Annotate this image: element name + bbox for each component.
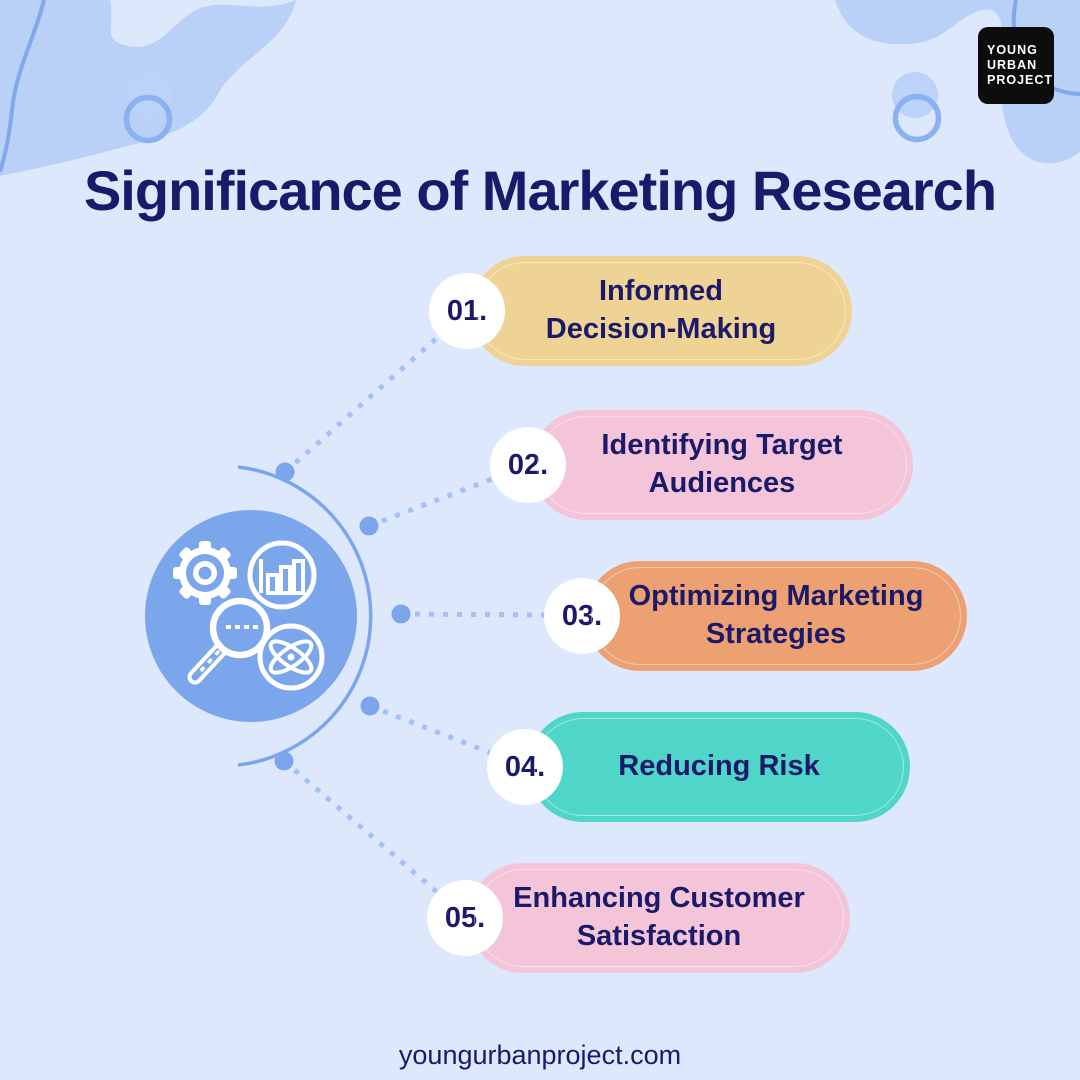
logo-line-2: URBAN bbox=[987, 57, 1038, 72]
arc-node-3 bbox=[391, 604, 411, 624]
right-ring bbox=[892, 93, 942, 143]
top-left-curve bbox=[0, 0, 46, 173]
item-number-1: 01. bbox=[446, 294, 488, 327]
gear-icon bbox=[173, 541, 237, 605]
dotted-connector-4 bbox=[369, 703, 492, 756]
item-number-circle-2: 02. bbox=[490, 427, 566, 503]
right-dot-circle bbox=[892, 72, 938, 118]
item-number-circle-3: 03. bbox=[544, 578, 620, 654]
item-pill-4: 04. Reducing Risk bbox=[487, 712, 910, 822]
arc-node-5 bbox=[274, 751, 294, 771]
left-dot-circle bbox=[127, 72, 173, 118]
item-number-circle-1: 01. bbox=[429, 273, 505, 349]
arc-node-1 bbox=[275, 462, 295, 482]
item-label-1: Informed Decision-Making bbox=[545, 275, 777, 345]
item-number-circle-5: 05. bbox=[427, 880, 503, 956]
item-number-3: 03. bbox=[561, 599, 603, 632]
arc-node-4 bbox=[360, 696, 380, 716]
item-label-3: Optimizing Marketing Strategies bbox=[628, 580, 924, 650]
item-pill-1: 01. Informed Decision-Making bbox=[429, 256, 852, 366]
dotted-connector-2 bbox=[368, 476, 493, 529]
bar-chart-icon bbox=[247, 540, 317, 610]
item-label-5: Enhancing Customer Satisfaction bbox=[513, 882, 805, 952]
item-number-5: 05. bbox=[444, 901, 486, 934]
item-label-4: Reducing Risk bbox=[618, 750, 820, 783]
logo-line-3: PROJECT bbox=[987, 73, 1054, 88]
footer-website: youngurbanproject.com bbox=[398, 1040, 682, 1070]
arc-node-2 bbox=[359, 516, 379, 536]
item-pill-5: 05. Enhancing Customer Satisfaction bbox=[427, 863, 850, 973]
atom-icon bbox=[257, 623, 325, 691]
dotted-connector-1 bbox=[283, 335, 440, 474]
item-number-circle-4: 04. bbox=[487, 729, 563, 805]
young-urban-project-logo: YOUNG URBAN PROJECT bbox=[978, 27, 1054, 104]
left-ring bbox=[123, 94, 173, 144]
item-pill-2: 02. Identifying Target Audiences bbox=[490, 410, 913, 520]
dotted-connector-3 bbox=[400, 611, 546, 618]
dotted-connector-5 bbox=[282, 759, 440, 895]
magnifier-icon bbox=[187, 597, 271, 685]
logo-line-1: YOUNG bbox=[987, 42, 1038, 57]
page-title: Significance of Marketing Research bbox=[83, 158, 997, 222]
item-label-2: Identifying Target Audiences bbox=[601, 429, 843, 499]
item-pill-3: 03. Optimizing Marketing Strategies bbox=[544, 561, 967, 671]
item-number-2: 02. bbox=[507, 448, 549, 481]
item-number-4: 04. bbox=[504, 750, 546, 783]
research-icon-circle bbox=[145, 510, 357, 722]
